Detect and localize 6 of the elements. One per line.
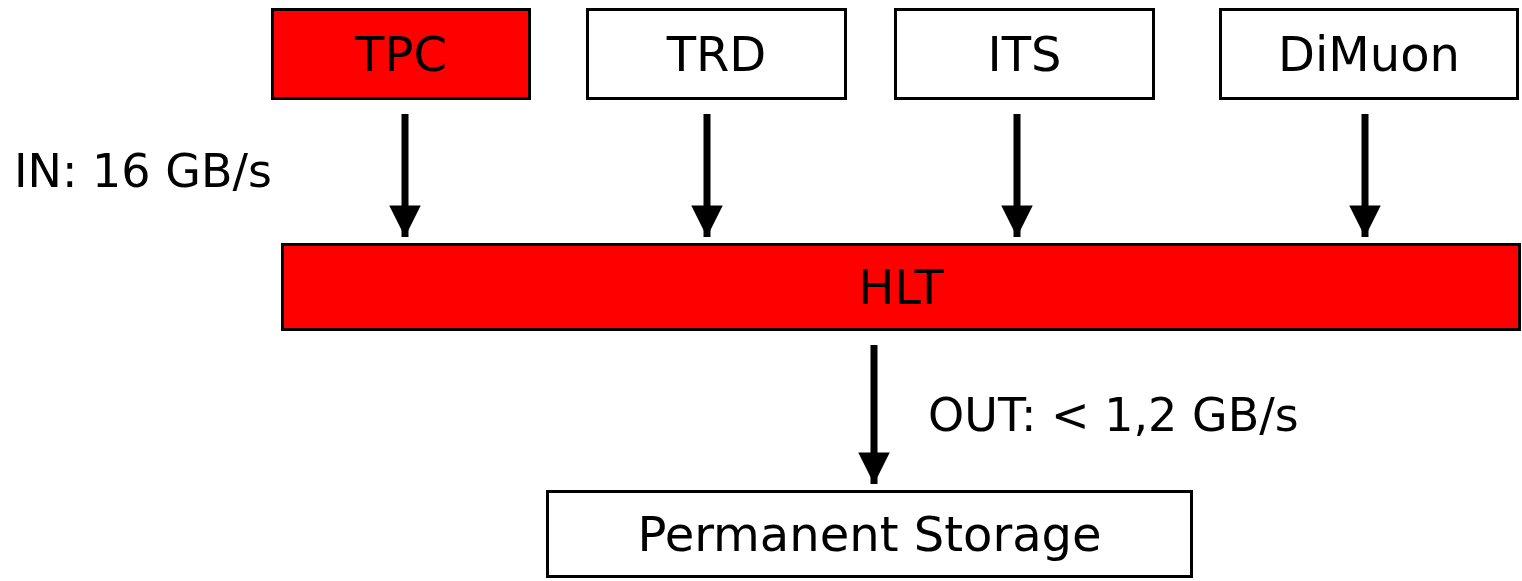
detector-box: ITS xyxy=(894,8,1155,100)
detector-box: TPC xyxy=(271,8,531,100)
storage-box: Permanent Storage xyxy=(546,490,1193,578)
detector-box: TRD xyxy=(586,8,847,100)
trigger-bar: HLT xyxy=(281,243,1521,331)
detector-box: DiMuon xyxy=(1219,8,1519,100)
